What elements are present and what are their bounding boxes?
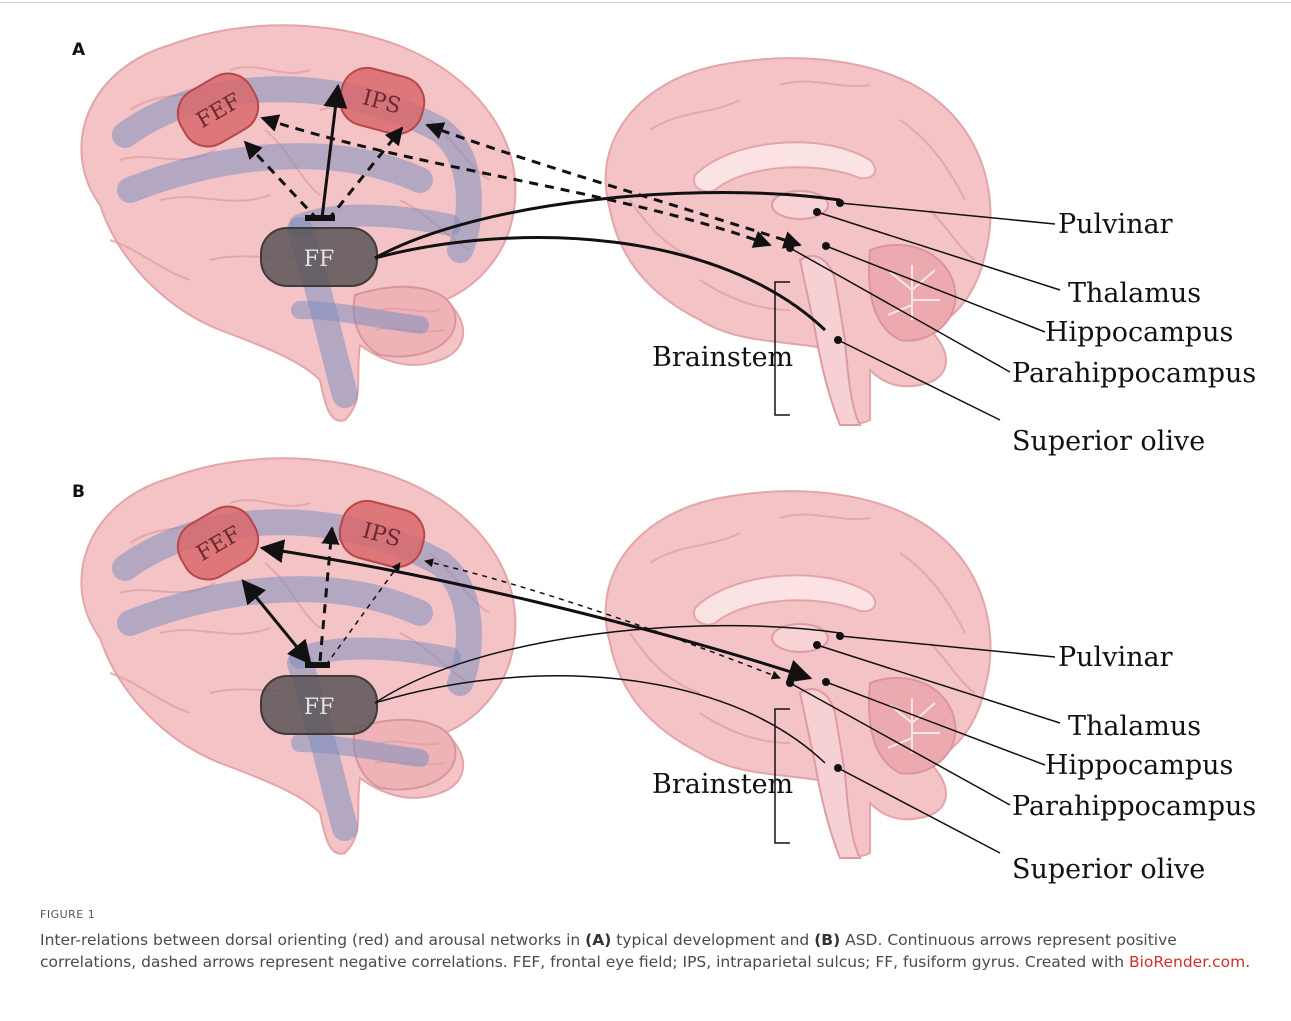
label-brainstem-b: Brainstem xyxy=(652,769,793,800)
biorender-link[interactable]: BioRender.com xyxy=(1129,953,1245,971)
label-hippocampus-b: Hippocampus xyxy=(1045,750,1233,781)
roi-ff-label-b: FF xyxy=(304,695,335,720)
caption-b-ref: (B) xyxy=(814,931,840,949)
label-pulvinar-a: Pulvinar xyxy=(1058,209,1173,240)
label-thalamus-b: Thalamus xyxy=(1068,711,1201,742)
panel-a: FEF IPS FF xyxy=(81,25,1256,457)
caption-part2: typical development and xyxy=(611,931,814,949)
roi-ff-label-a: FF xyxy=(304,247,335,272)
label-brainstem-a: Brainstem xyxy=(652,342,793,373)
label-superior-olive-b: Superior olive xyxy=(1012,854,1205,885)
label-thalamus-a: Thalamus xyxy=(1068,278,1201,309)
panel-label-a: A xyxy=(72,40,85,60)
label-parahippocampus-b: Parahippocampus xyxy=(1012,791,1256,822)
caption-part1: Inter-relations between dorsal orienting… xyxy=(40,931,585,949)
panel-b: FEF IPS FF xyxy=(81,458,1256,885)
figure-number: FIGURE 1 xyxy=(40,908,1255,921)
label-parahippocampus-a: Parahippocampus xyxy=(1012,358,1256,389)
label-hippocampus-a: Hippocampus xyxy=(1045,317,1233,348)
figure-caption: FIGURE 1 Inter-relations between dorsal … xyxy=(40,908,1255,973)
caption-text: Inter-relations between dorsal orienting… xyxy=(40,929,1255,973)
panel-label-b: B xyxy=(72,482,85,502)
roi-ff-b: FF xyxy=(261,676,377,734)
roi-ff-a: FF xyxy=(261,228,377,286)
caption-end: . xyxy=(1245,953,1250,971)
label-pulvinar-b: Pulvinar xyxy=(1058,642,1173,673)
caption-a-ref: (A) xyxy=(585,931,611,949)
label-superior-olive-a: Superior olive xyxy=(1012,426,1205,457)
